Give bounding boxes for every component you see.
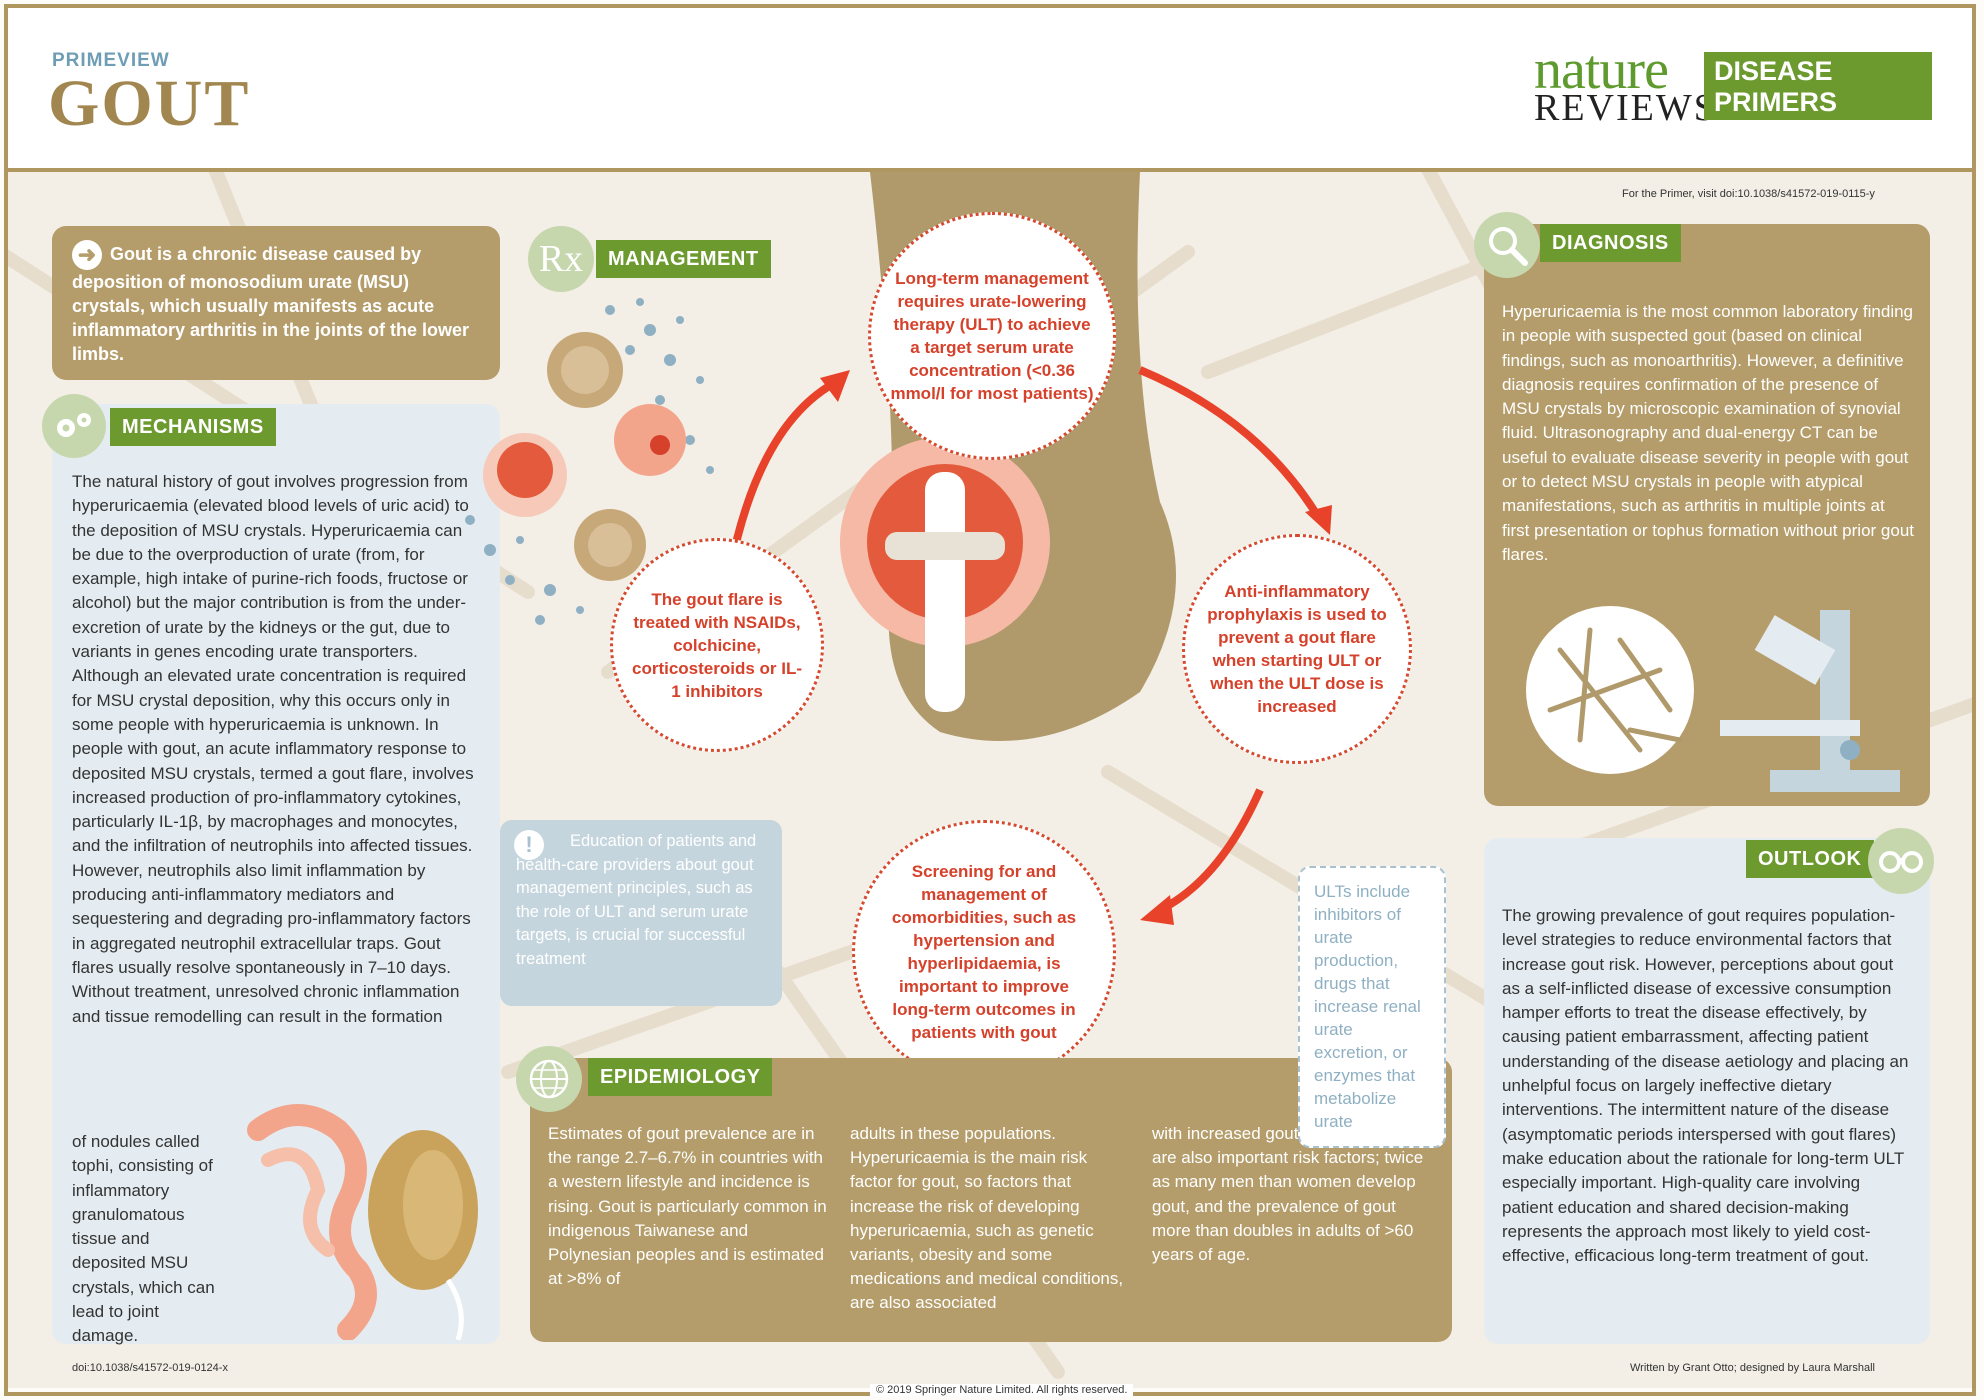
exclamation-icon: !: [514, 830, 544, 860]
longterm-text: Long-term management requires urate-lowe…: [890, 269, 1094, 403]
logo-disease-primers: DISEASE PRIMERS: [1704, 52, 1932, 120]
epidemiology-label: EPIDEMIOLOGY: [588, 1058, 773, 1096]
epidemiology-col2: adults in these populations. Hyperuricae…: [850, 1124, 1124, 1313]
intestine-kidney-illustration: [247, 1104, 478, 1340]
flare-treatment-circle: The gout flare is treated with NSAIDs, c…: [610, 538, 824, 752]
intro-text: Gout is a chronic disease caused by depo…: [72, 243, 470, 364]
globe-icon: [516, 1046, 582, 1112]
cycle-arrows: [726, 366, 1332, 925]
outlook-text: The growing prevalence of gout requires …: [1502, 906, 1909, 1266]
prophylaxis-circle: Anti-inflammatory prophylaxis is used to…: [1182, 534, 1412, 764]
education-text: Education of patients and health-care pr…: [516, 832, 757, 968]
prophylaxis-text: Anti-inflammatory prophylaxis is used to…: [1207, 582, 1387, 716]
screening-text: Screening for and management of comorbid…: [891, 862, 1077, 1042]
doi-footer[interactable]: doi:10.1038/s41572-019-0124-x: [72, 1362, 228, 1374]
arrow-right-icon: ➜: [72, 240, 102, 270]
intro-box: ➜Gout is a chronic disease caused by dep…: [52, 226, 500, 380]
ults-note-box: ULTs include inhibitors of urate product…: [1298, 866, 1446, 1148]
copyright: © 2019 Springer Nature Limited. All righ…: [870, 1384, 1134, 1396]
credits: Written by Grant Otto; designed by Laura…: [1630, 1362, 1875, 1374]
kicker: PRIMEVIEW: [52, 50, 170, 71]
gears-icon: [42, 394, 106, 458]
logo-box-line1: DISEASE: [1714, 56, 1833, 86]
outlook-panel: [1484, 838, 1930, 1344]
arrow-head-icon: [1140, 895, 1174, 925]
logo-nature: nature: [1534, 39, 1669, 101]
diagnosis-text: Hyperuricaemia is the most common labora…: [1502, 302, 1914, 564]
logo-box-line2: PRIMERS: [1714, 87, 1838, 117]
microscope-illustration: [1526, 606, 1900, 792]
outlook-label: OUTLOOK: [1746, 840, 1874, 878]
mechanisms-label: MECHANISMS: [110, 408, 276, 446]
header: [8, 8, 1976, 172]
magnifier-icon: [1474, 212, 1540, 278]
education-box: ! Education of patients and health-care …: [500, 820, 782, 1006]
binoculars-icon: [1868, 828, 1934, 894]
flare-text: The gout flare is treated with NSAIDs, c…: [631, 589, 803, 701]
management-label: MANAGEMENT: [596, 240, 771, 278]
longterm-management-circle: Long-term management requires urate-lowe…: [868, 212, 1116, 460]
primer-link[interactable]: For the Primer, visit doi:10.1038/s41572…: [1622, 188, 1875, 200]
rx-symbol: Rx: [538, 238, 584, 280]
rx-icon: Rx: [528, 226, 594, 292]
diagnosis-label: DIAGNOSIS: [1540, 224, 1681, 262]
screening-circle: Screening for and management of comorbid…: [852, 820, 1116, 1084]
page-title: GOUT: [48, 67, 251, 140]
arrow-head-icon: [820, 370, 850, 402]
arrow-head-icon: [1305, 505, 1332, 535]
mechanisms-text: The natural history of gout involves pro…: [72, 472, 474, 1026]
epidemiology-col1: Estimates of gout prevalence are in the …: [548, 1124, 827, 1289]
logo-reviews: REVIEWS: [1534, 87, 1717, 129]
cells-illustration: [465, 298, 714, 625]
ults-text: ULTs include inhibitors of urate product…: [1314, 882, 1421, 1131]
mechanisms-text-bottom: of nodules called tophi, consisting of i…: [72, 1132, 215, 1346]
